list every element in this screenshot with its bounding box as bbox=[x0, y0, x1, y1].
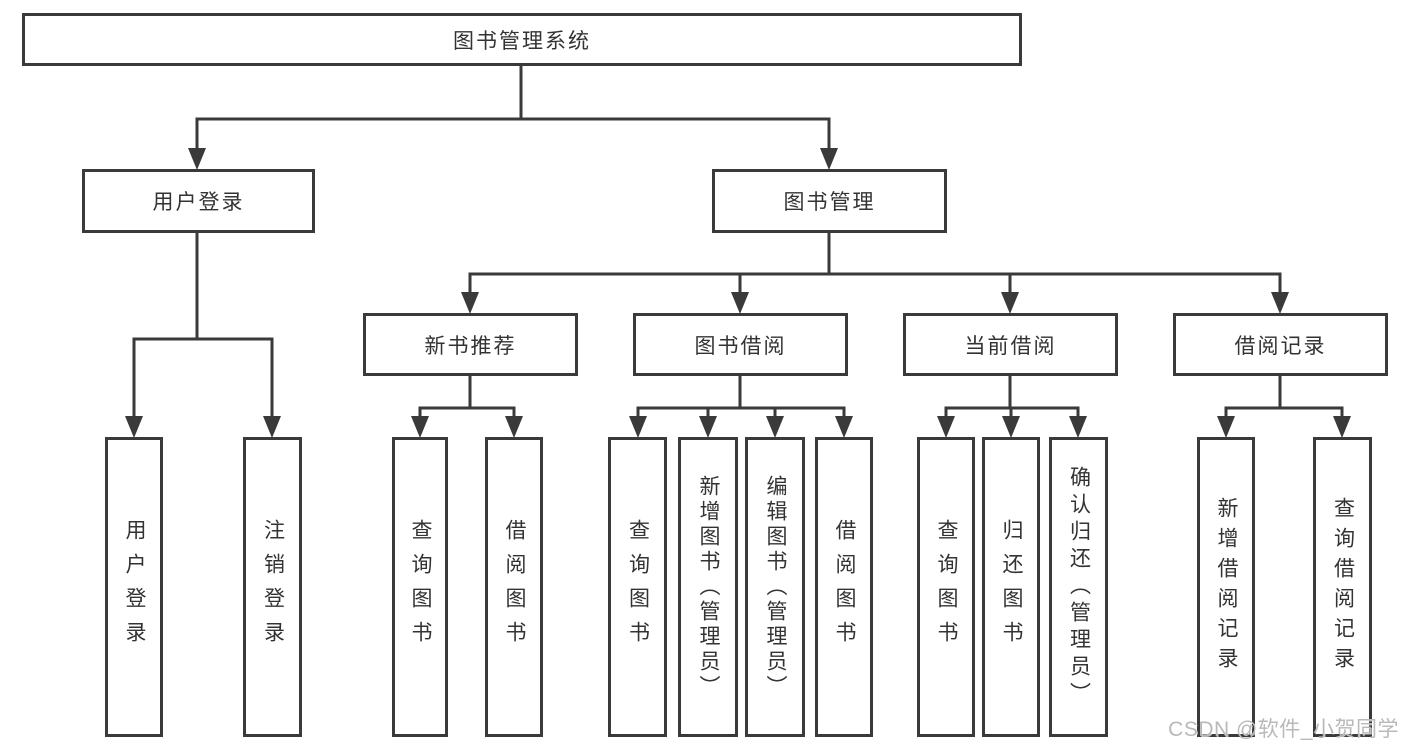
arrow-down-icon bbox=[263, 416, 281, 438]
arrow-down-icon bbox=[411, 416, 429, 438]
connector-line bbox=[944, 374, 1080, 420]
arrow-down-icon bbox=[1333, 416, 1351, 438]
leaf-label: 用户登录 bbox=[123, 519, 146, 655]
arrow-down-icon bbox=[1002, 416, 1020, 438]
leaf-label: 查询借阅记录 bbox=[1331, 497, 1355, 677]
arrow-down-icon bbox=[937, 416, 955, 438]
leaf-label: 编辑图书（管理员） bbox=[764, 474, 787, 700]
leaf-user-login: 用户登录 bbox=[105, 437, 163, 737]
node-current-borrowing: 当前借阅 bbox=[903, 313, 1118, 376]
arrow-down-icon bbox=[1271, 292, 1289, 314]
connector-line bbox=[132, 230, 274, 420]
arrow-down-icon bbox=[461, 292, 479, 314]
leaf-edit-books-admin: 编辑图书（管理员） bbox=[745, 437, 805, 737]
node-user-login: 用户登录 bbox=[82, 169, 315, 233]
arrow-down-icon bbox=[125, 416, 143, 438]
leaf-label: 确认归还（管理员） bbox=[1067, 465, 1091, 709]
leaf-label: 借阅图书 bbox=[503, 519, 526, 655]
leaf-label: 借阅图书 bbox=[833, 519, 856, 655]
leaf-add-books-admin: 新增图书（管理员） bbox=[678, 437, 738, 737]
node-new-book-recommend: 新书推荐 bbox=[363, 313, 578, 376]
arrow-down-icon bbox=[820, 148, 838, 170]
leaf-query-books-borrowing: 查询图书 bbox=[608, 437, 667, 737]
connector-line bbox=[468, 231, 1282, 296]
connector-line bbox=[418, 374, 516, 420]
leaf-query-books-recommend: 查询图书 bbox=[392, 437, 448, 737]
arrow-down-icon bbox=[629, 416, 647, 438]
leaf-add-borrow-record: 新增借阅记录 bbox=[1197, 437, 1255, 737]
leaf-borrow-books-borrowing: 借阅图书 bbox=[815, 437, 873, 737]
arrow-down-icon bbox=[699, 416, 717, 438]
node-borrowing-records: 借阅记录 bbox=[1173, 313, 1388, 376]
connector-line bbox=[636, 374, 846, 420]
leaf-return-books: 归还图书 bbox=[982, 437, 1040, 737]
leaf-label: 归还图书 bbox=[1000, 519, 1023, 655]
arrow-down-icon bbox=[1217, 416, 1235, 438]
node-book-management: 图书管理 bbox=[712, 169, 947, 233]
arrow-down-icon bbox=[835, 416, 853, 438]
arrow-down-icon bbox=[1001, 292, 1019, 314]
arrow-down-icon bbox=[766, 416, 784, 438]
leaf-label: 新增图书（管理员） bbox=[697, 474, 720, 700]
leaf-query-books-current: 查询图书 bbox=[917, 437, 975, 737]
arrow-down-icon bbox=[1069, 416, 1087, 438]
leaf-confirm-return-admin: 确认归还（管理员） bbox=[1049, 437, 1108, 737]
leaf-label: 新增借阅记录 bbox=[1215, 497, 1238, 677]
node-book-borrowing: 图书借阅 bbox=[633, 313, 848, 376]
leaf-logout-login: 注销登录 bbox=[243, 437, 302, 737]
leaf-label: 查询图书 bbox=[409, 519, 432, 655]
arrow-down-icon bbox=[505, 416, 523, 438]
leaf-label: 注销登录 bbox=[261, 519, 285, 655]
connector-line bbox=[1224, 374, 1344, 420]
csdn-watermark: CSDN @软件_小贺同学 bbox=[1168, 718, 1399, 741]
leaf-label: 查询图书 bbox=[935, 519, 958, 655]
arrow-down-icon bbox=[188, 148, 206, 170]
connector-line bbox=[195, 66, 831, 152]
leaf-query-borrow-record: 查询借阅记录 bbox=[1313, 437, 1372, 737]
node-root-book-management-system: 图书管理系统 bbox=[22, 13, 1022, 66]
arrow-down-icon bbox=[731, 292, 749, 314]
leaf-borrow-books-recommend: 借阅图书 bbox=[485, 437, 543, 737]
leaf-label: 查询图书 bbox=[626, 519, 650, 655]
